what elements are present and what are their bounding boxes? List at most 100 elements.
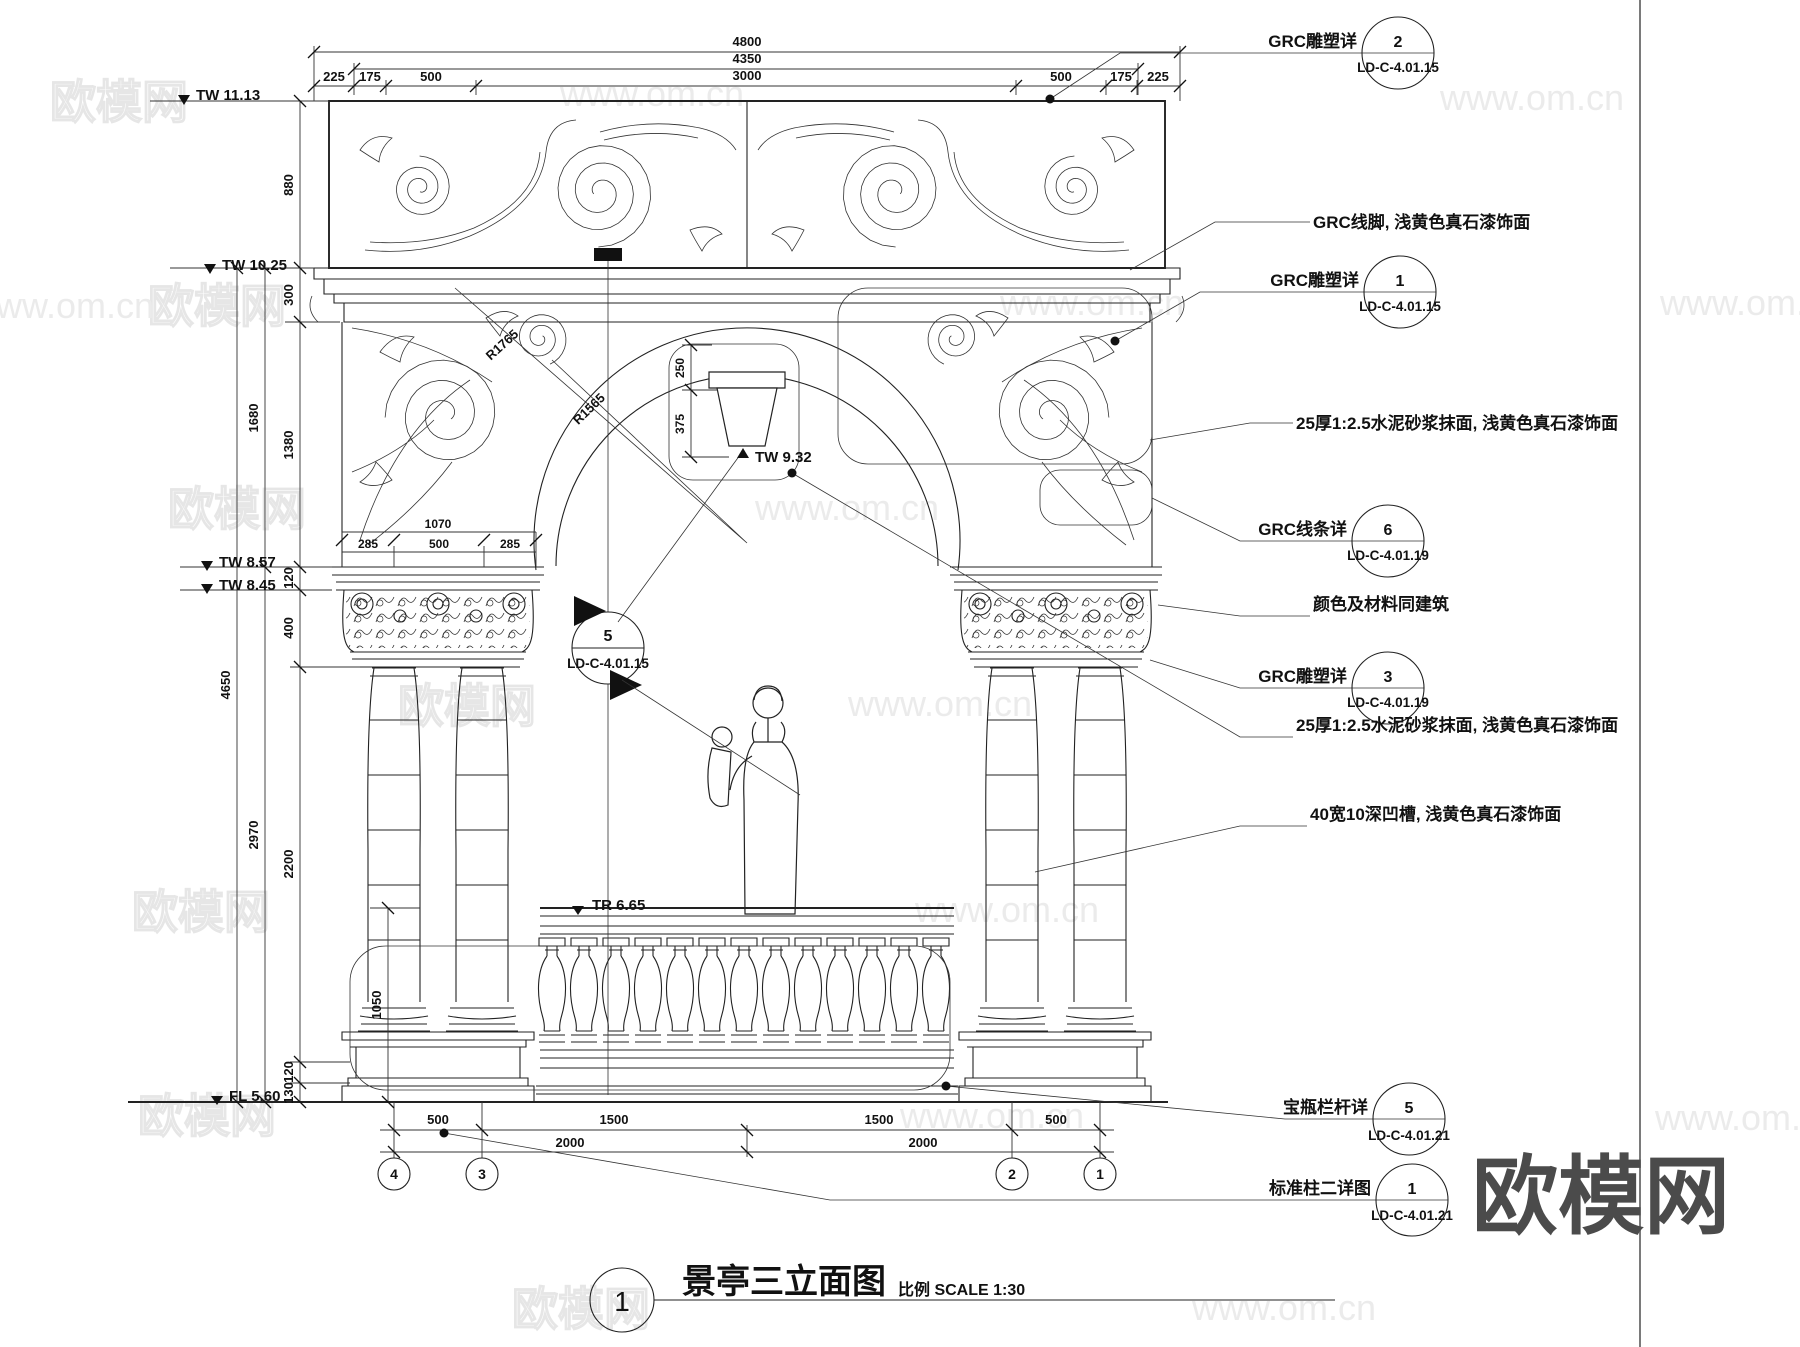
section-number: 5 — [604, 628, 613, 645]
dim-175-right: 175 — [1110, 69, 1132, 84]
note-grc-moulding: GRC线脚, 浅黄色真石漆饰面 — [1313, 212, 1530, 232]
dimension-ticks — [230, 45, 1187, 1159]
arch-outer — [533, 327, 961, 571]
dim-130: 130 — [281, 1082, 296, 1104]
title-block: 1 景亭三立面图 比例 SCALE 1:30 — [589, 1263, 1335, 1333]
callout-label: GRC线条详 — [1258, 519, 1347, 539]
cornice — [309, 267, 1185, 323]
callout-ref: LD-C-4.01.15 — [1357, 60, 1439, 75]
dim-2200: 2200 — [281, 850, 296, 879]
watermark-url: www.om.cn — [754, 487, 939, 528]
dim-175-left: 175 — [359, 69, 381, 84]
detail-bubble-3 — [1351, 651, 1425, 725]
watermark-url: www.om.cn — [1439, 77, 1624, 118]
level-tw1113: TW 11.13 — [196, 87, 260, 104]
dim-300: 300 — [281, 284, 296, 306]
callout-num: 1 — [1396, 273, 1405, 290]
grid-bubble-1: 1 — [1096, 1166, 1104, 1182]
dim-250: 250 — [673, 358, 687, 378]
callout-label: GRC雕塑详 — [1258, 666, 1347, 686]
dim-1070: 1070 — [425, 517, 452, 531]
dim-1680: 1680 — [246, 404, 261, 433]
callout-label: GRC雕塑详 — [1270, 270, 1359, 290]
level-tr665: TR 6.65 — [592, 897, 645, 914]
callout-label: 标准柱二详图 — [1269, 1178, 1371, 1198]
callout-num: 5 — [1405, 1100, 1414, 1117]
detail-bubble-5 — [1372, 1082, 1446, 1156]
level-tw1025: TW 10.25 — [222, 257, 287, 274]
dim-880: 880 — [281, 174, 296, 196]
grid-bubbles: 4 3 2 1 — [377, 1157, 1117, 1191]
watermark-brand: 欧模网 — [132, 886, 270, 938]
watermark-brand: 欧模网 — [512, 1283, 650, 1335]
level-tw932: TW 9.32 — [755, 449, 812, 466]
spandrel-ornament-right — [927, 311, 1143, 546]
dim-b1500a: 1500 — [600, 1112, 629, 1127]
dim-4350: 4350 — [733, 51, 762, 66]
note-cement-plaster-1: 25厚1:2.5水泥砂浆抹面, 浅黄色真石漆饰面 — [1296, 413, 1618, 433]
watermark-url: www.om.cn — [1659, 282, 1800, 323]
dim-4800: 4800 — [733, 34, 762, 49]
watermark-url: www.om.cn — [1654, 1097, 1800, 1138]
detail-bubble-2 — [1361, 16, 1435, 90]
dim-285-r: 285 — [500, 537, 520, 551]
level-tw857: TW 8.57 — [219, 554, 276, 571]
entablature — [328, 100, 1166, 269]
drawing-scale: 比例 SCALE 1:30 — [898, 1280, 1025, 1299]
pavilion-elevation — [128, 100, 1185, 1103]
detail-bubble-6 — [1351, 504, 1425, 578]
watermark-url: www.om.cn — [559, 73, 744, 114]
watermark-url: www.om.cn — [847, 683, 1032, 724]
callout-ref: LD-C-4.01.21 — [1368, 1128, 1450, 1143]
callout-num: 1 — [1408, 1181, 1417, 1198]
dim-2970: 2970 — [246, 821, 261, 850]
drawing-number: 1 — [614, 1286, 630, 1317]
watermark-url: www.om.cn — [0, 285, 154, 326]
drawing-title: 景亭三立面图 — [682, 1263, 886, 1301]
detail-bubble-1 — [1363, 255, 1437, 329]
dim-b500b: 500 — [1045, 1112, 1067, 1127]
callout-num: 3 — [1384, 669, 1393, 686]
watermark-url: www.om.cn — [914, 889, 1099, 930]
dim-500-left: 500 — [420, 69, 442, 84]
dim-120: 120 — [281, 567, 296, 589]
watermark-brand: 欧模网 — [398, 680, 536, 732]
capital-right — [949, 566, 1163, 668]
note-cement-plaster-2: 25厚1:2.5水泥砂浆抹面, 浅黄色真石漆饰面 — [1296, 715, 1618, 735]
dim-285-l: 285 — [358, 537, 378, 551]
note-groove: 40宽10深凹槽, 浅黄色真石漆饰面 — [1310, 804, 1561, 824]
grid-bubble-2: 2 — [1008, 1166, 1016, 1182]
note-color-material: 颜色及材料同建筑 — [1313, 594, 1449, 614]
callout-annotations: GRC雕塑详 2 LD-C-4.01.15 GRC线脚, 浅黄色真石漆饰面 GR… — [439, 16, 1618, 1237]
pedestal-right — [958, 1031, 1152, 1103]
dim-500-c: 500 — [429, 537, 449, 551]
dim-1380: 1380 — [281, 431, 296, 460]
callout-ref: LD-C-4.01.19 — [1347, 548, 1429, 563]
dim-r1765: R1765 — [483, 326, 522, 363]
scroll-ornament-left — [359, 119, 737, 252]
site-logo: 欧模网 — [1472, 1149, 1730, 1245]
section-ref: LD-C-4.01.15 — [567, 656, 649, 671]
dim-b2000b: 2000 — [909, 1135, 938, 1150]
dim-500-right: 500 — [1050, 69, 1072, 84]
detail-bubble-1b — [1375, 1163, 1449, 1237]
dim-120b: 120 — [281, 1061, 296, 1083]
pedestal-left — [341, 1031, 535, 1103]
balustrade — [349, 907, 958, 1095]
spandrel-detail-outline — [837, 287, 1153, 465]
callout-num: 6 — [1384, 522, 1393, 539]
watermark-brand: 欧模网 — [138, 1090, 276, 1142]
keystone-console — [708, 371, 786, 447]
grid-bubble-4: 4 — [390, 1166, 398, 1182]
level-tw845: TW 8.45 — [219, 577, 276, 594]
column-shaft-grid1 — [1063, 667, 1137, 1032]
dim-4650: 4650 — [218, 671, 233, 700]
spandrel-ornament-left — [351, 311, 567, 546]
capital-left — [331, 566, 545, 668]
dim-b500a: 500 — [427, 1112, 449, 1127]
dim-225-right: 225 — [1147, 69, 1169, 84]
keystone-detail-outline — [668, 343, 800, 481]
dim-375: 375 — [673, 414, 687, 434]
